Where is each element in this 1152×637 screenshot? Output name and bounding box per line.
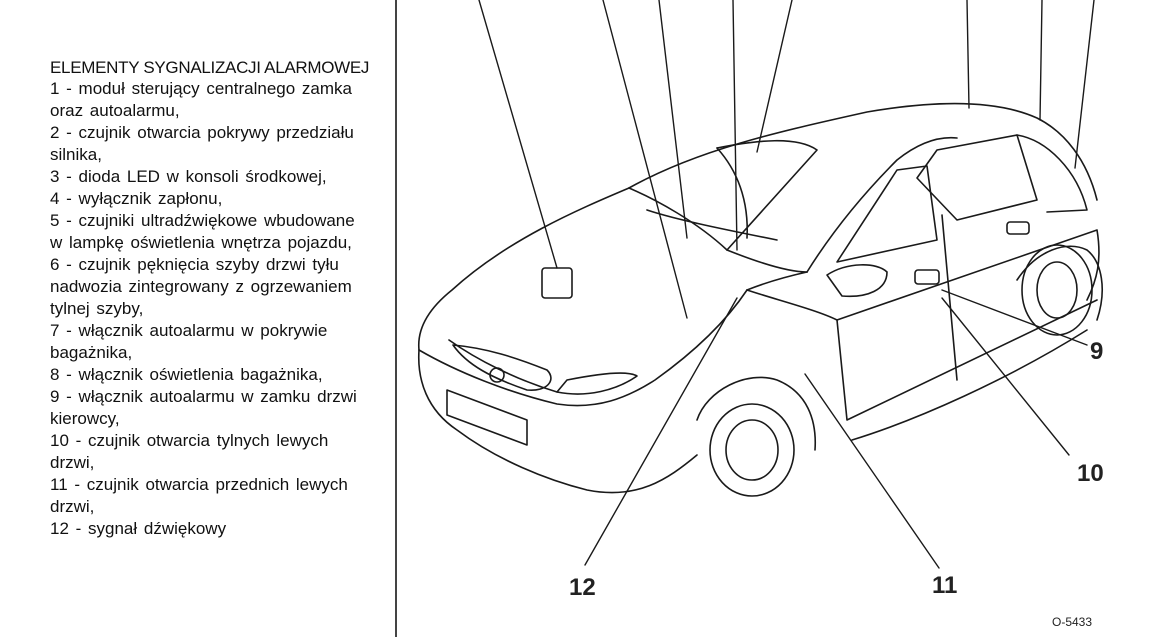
callout-9: 9: [1090, 338, 1104, 365]
legend-item-9: 9 - włącznik autoalarmu w zamku drzwi ki…: [50, 387, 357, 428]
car-illustration: [417, 0, 1103, 569]
callout-10: 10: [1077, 460, 1104, 487]
leader-lines-top: [478, 0, 1095, 319]
figure-code: O-5433: [1052, 615, 1093, 629]
car-diagram: 9 10 11 12 O-5433: [397, 0, 1152, 637]
legend-item-1: 1 - moduł sterujący centralnego zamka or…: [50, 79, 352, 120]
legend-item-5: 5 - czujniki ultradźwiękowe wbudowane w …: [50, 211, 355, 252]
car-body: [417, 102, 1103, 497]
legend-item-2: 2 - czujnik otwarcia pokrywy przedziału …: [50, 123, 354, 164]
legend-title: ELEMENTY SYGNALIZACJI ALARMOWEJ: [50, 58, 370, 77]
legend: ELEMENTY SYGNALIZACJI ALARMOWEJ 1 - modu…: [50, 58, 370, 540]
legend-item-4: 4 - wyłącznik zapłonu,: [50, 189, 223, 208]
legend-item-8: 8 - włącznik oświetlenia bagażnika,: [50, 365, 323, 384]
column-divider: [395, 0, 397, 637]
leader-lines-callouts: [584, 289, 1088, 569]
legend-item-6: 6 - czujnik pęknięcia szyby drzwi tyłu n…: [50, 255, 352, 318]
legend-item-7: 7 - włącznik autoalarmu w pokrywie bagaż…: [50, 321, 328, 362]
callout-12: 12: [569, 574, 596, 601]
callout-11: 11: [932, 572, 958, 599]
legend-item-12: 12 - sygnał dźwiękowy: [50, 519, 227, 538]
legend-item-3: 3 - dioda LED w konsoli środkowej,: [50, 167, 327, 186]
legend-item-10: 10 - czujnik otwarcia tylnych lewych drz…: [50, 431, 329, 472]
legend-item-11: 11 - czujnik otwarcia przednich lewych d…: [50, 475, 348, 516]
